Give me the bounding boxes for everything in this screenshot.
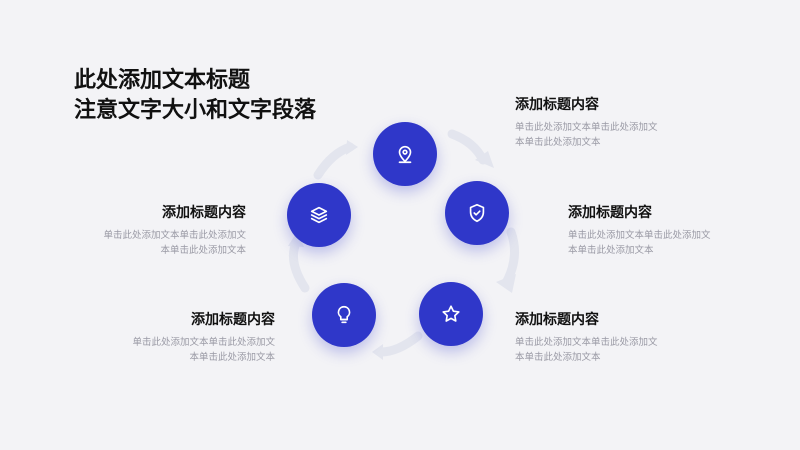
text-block-5: 添加标题内容 单击此处添加文本单击此处添加文本单击此处添加文本 <box>76 203 246 258</box>
location-pin-icon <box>398 145 412 164</box>
item-body: 单击此处添加文本单击此处添加文本单击此处添加文本 <box>515 337 658 363</box>
text-block-3: 添加标题内容 单击此处添加文本单击此处添加文本单击此处添加文本 <box>515 310 685 365</box>
title-line-2: 注意文字大小和文字段落 <box>74 98 317 123</box>
item-heading: 添加标题内容 <box>162 205 246 221</box>
star-icon <box>442 305 460 322</box>
text-block-1: 添加标题内容 单击此处添加文本单击此处添加文本单击此处添加文本 <box>515 95 685 150</box>
cycle-arrow-4 <box>289 238 310 293</box>
lightbulb-icon <box>337 305 351 324</box>
item-body: 单击此处添加文本单击此处添加文本单击此处添加文本 <box>568 230 711 256</box>
cycle-arrow-5 <box>313 142 355 180</box>
text-block-2: 添加标题内容 单击此处添加文本单击此处添加文本单击此处添加文本 <box>568 203 738 258</box>
cycle-arrow-3 <box>376 331 423 357</box>
title-line-1: 此处添加文本标题 <box>74 68 251 93</box>
layers-node <box>287 183 351 247</box>
item-heading: 添加标题内容 <box>568 205 652 221</box>
layers-icon <box>310 206 328 224</box>
shield-check-icon <box>469 203 485 223</box>
location-node <box>373 122 437 186</box>
lightbulb-node <box>312 283 376 347</box>
cycle-arrowhead-3 <box>372 344 383 360</box>
shield-node <box>445 181 509 245</box>
cycle-arrow-1 <box>447 129 488 165</box>
item-heading: 添加标题内容 <box>515 97 599 113</box>
text-block-4: 添加标题内容 单击此处添加文本单击此处添加文本单击此处添加文本 <box>105 310 275 365</box>
slide-title: 此处添加文本标题 注意文字大小和文字段落 <box>74 66 316 126</box>
cycle-arrowhead-5 <box>346 140 358 155</box>
item-body: 单击此处添加文本单击此处添加文本单击此处添加文本 <box>132 337 275 363</box>
cycle-arrowhead-4 <box>288 232 304 247</box>
item-body: 单击此处添加文本单击此处添加文本单击此处添加文本 <box>103 230 246 256</box>
item-body: 单击此处添加文本单击此处添加文本单击此处添加文本 <box>515 122 658 148</box>
star-node <box>419 282 483 346</box>
item-heading: 添加标题内容 <box>191 312 275 328</box>
item-heading: 添加标题内容 <box>515 312 599 328</box>
cycle-arrowhead-2 <box>496 274 516 293</box>
cycle-arrowhead-1 <box>475 151 494 168</box>
